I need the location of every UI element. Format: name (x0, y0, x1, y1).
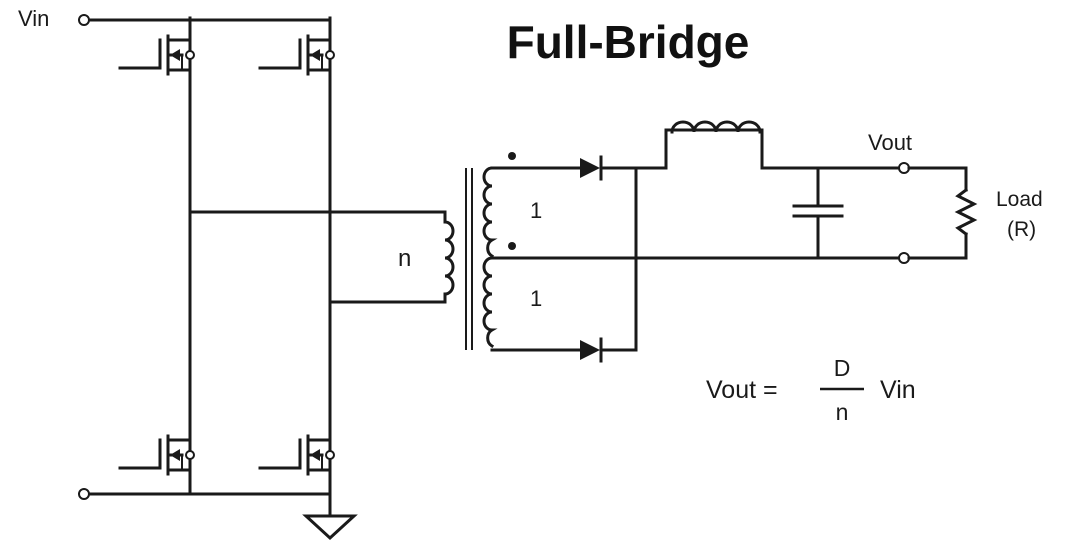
polarity-dot-center (508, 242, 516, 250)
load-resistor (954, 187, 978, 237)
formula-lhs: Vout = (706, 376, 778, 404)
primary-winding (443, 220, 455, 296)
mosfet-q1-high-left (118, 16, 196, 90)
transformer: n 1 1 (398, 152, 542, 350)
secondary-winding-bottom (482, 256, 498, 349)
secondary-top-turns-label: 1 (530, 198, 542, 223)
output-inductor (670, 120, 762, 134)
mosfet-q4-low-right (258, 416, 336, 490)
formula-rhs: Vin (880, 376, 916, 404)
ground-symbol (302, 492, 358, 541)
formula-numerator: D (834, 355, 851, 381)
vin-terminal (78, 14, 90, 26)
diagram-title: Full-Bridge (507, 16, 750, 68)
mosfet-q2-high-right (258, 16, 336, 90)
ground-terminal (78, 488, 90, 500)
formula-denominator: n (836, 399, 849, 425)
input-rails: Vin (18, 6, 447, 541)
diode-bottom (580, 337, 603, 363)
output-load: Vout Load (R) (868, 130, 1043, 264)
output-filter (664, 120, 902, 260)
vout-label: Vout (868, 130, 912, 155)
secondary-winding-top (482, 166, 498, 259)
load-resistance-label: (R) (1007, 218, 1036, 241)
rectifier (490, 155, 902, 363)
load-label: Load (996, 188, 1043, 211)
mosfet-q3-low-left (118, 416, 196, 490)
polarity-dot-top (508, 152, 516, 160)
primary-turns-label: n (398, 245, 411, 272)
output-formula: Vout = D n Vin (706, 355, 916, 425)
diode-top (580, 155, 603, 181)
vin-label: Vin (18, 6, 49, 31)
secondary-bottom-turns-label: 1 (530, 286, 542, 311)
